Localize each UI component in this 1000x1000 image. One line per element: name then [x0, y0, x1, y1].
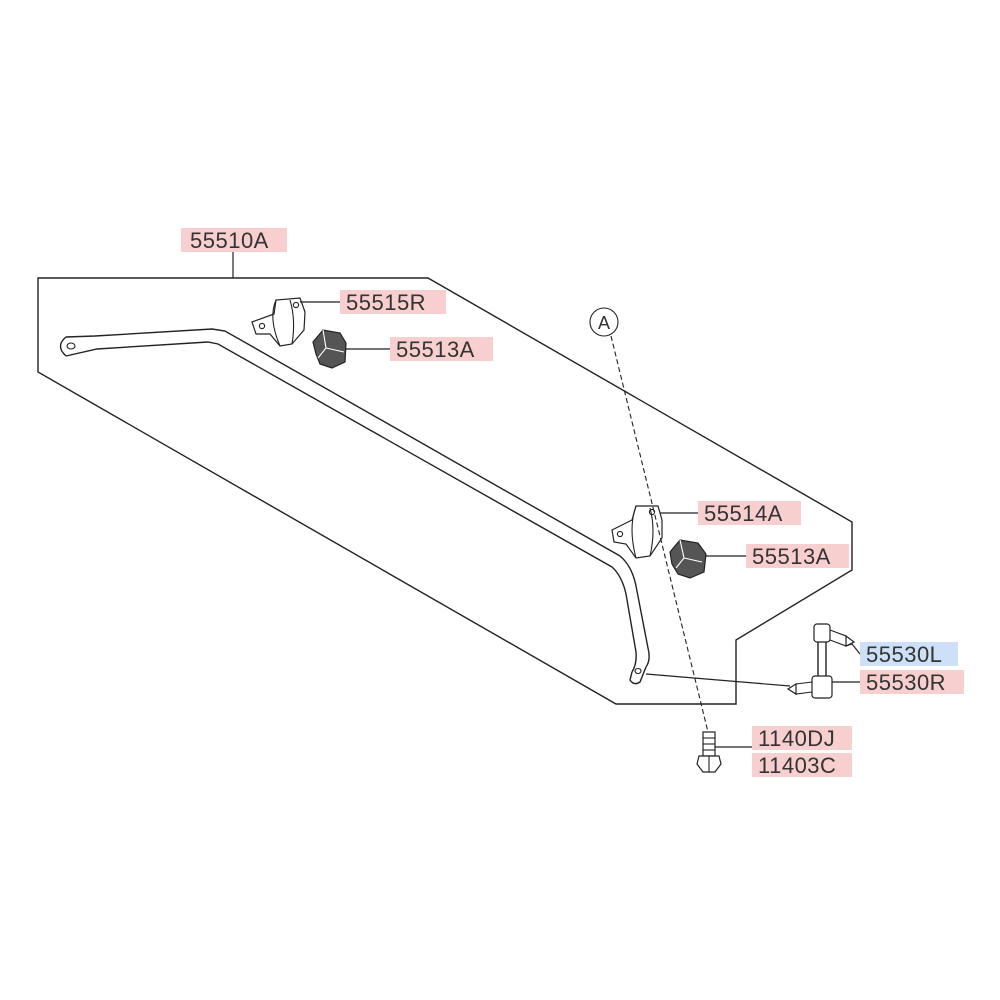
bolt[interactable] — [696, 731, 722, 773]
svg-text:A: A — [598, 313, 610, 333]
assembly-outline — [37, 277, 853, 705]
svg-text:11403C: 11403C — [758, 753, 836, 778]
svg-text:55513A: 55513A — [396, 337, 475, 362]
label-bolt-a[interactable]: 1140DJ — [752, 726, 852, 751]
svg-text:1140DJ: 1140DJ — [758, 726, 835, 751]
svg-text:55514A: 55514A — [704, 501, 783, 526]
label-bolt-b-bg[interactable] — [752, 753, 852, 777]
stabilizer-link[interactable] — [786, 623, 856, 699]
svg-text:55530R: 55530R — [866, 670, 946, 695]
label-bushing-left[interactable]: 55513A — [390, 337, 493, 362]
reference-marker-a: A — [589, 307, 619, 337]
label-link-left-bg[interactable] — [860, 642, 958, 666]
label-main-bar[interactable]: 55510A — [181, 228, 287, 253]
label-bushing-right-bg[interactable] — [746, 544, 849, 568]
label-link-right-bg[interactable] — [860, 670, 964, 694]
bushing-left[interactable] — [312, 329, 347, 369]
stabilizer-bar[interactable] — [59, 328, 650, 685]
reference-dashed-line — [610, 335, 709, 733]
label-link-left[interactable]: 55530L — [860, 642, 958, 667]
label-link-right[interactable]: 55530R — [860, 670, 964, 695]
bushing-clamp-left[interactable] — [251, 297, 306, 347]
bushing-clamp-right[interactable] — [611, 505, 663, 559]
label-bushing-clamp-left-bg[interactable] — [340, 290, 446, 314]
bushing-right[interactable] — [669, 539, 707, 579]
label-bolt-b[interactable]: 11403C — [752, 753, 852, 778]
svg-text:55530L: 55530L — [866, 642, 942, 667]
label-bushing-right[interactable]: 55513A — [746, 544, 849, 569]
label-bushing-clamp-right-bg[interactable] — [698, 501, 801, 525]
svg-text:55515R: 55515R — [346, 290, 426, 315]
label-bushing-left-bg[interactable] — [390, 337, 493, 361]
label-bushing-clamp-left[interactable]: 55515R — [340, 290, 446, 315]
label-bolt-a-bg[interactable] — [752, 726, 852, 750]
svg-text:55513A: 55513A — [752, 544, 831, 569]
label-main-bar-bg[interactable] — [181, 228, 287, 252]
leader-lines — [232, 252, 861, 748]
label-bushing-clamp-right[interactable]: 55514A — [698, 501, 801, 526]
svg-text:55510A: 55510A — [190, 228, 269, 253]
